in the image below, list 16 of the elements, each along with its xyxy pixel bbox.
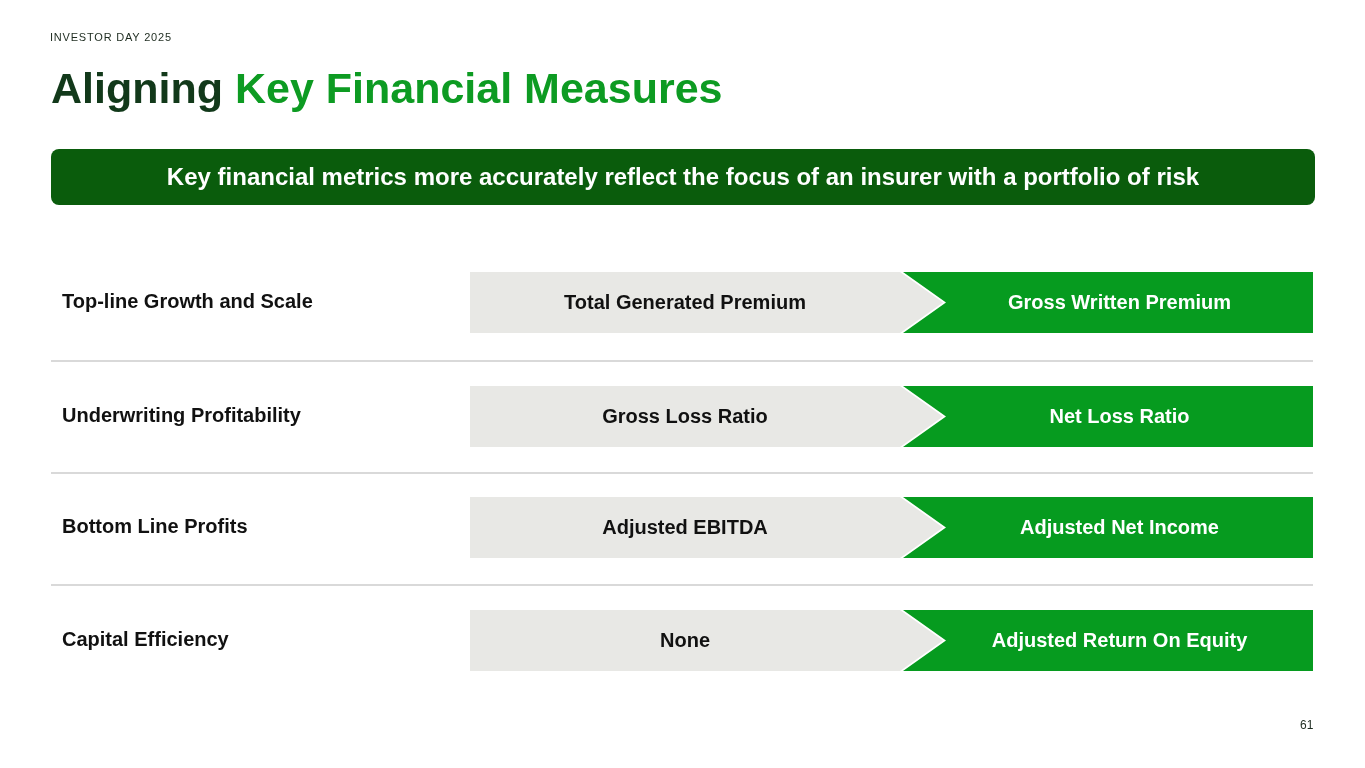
chevron-step: Net Loss Ratio <box>903 386 1313 447</box>
row-heading: Capital Efficiency <box>62 626 229 651</box>
chevron-step: Adjusted Net Income <box>903 497 1313 558</box>
page-number: 61 <box>1300 718 1314 732</box>
pointed-step: None <box>470 610 943 671</box>
row-heading: Bottom Line Profits <box>62 513 248 538</box>
chevron-step: Gross Written Premium <box>903 272 1313 333</box>
row-heading: Top-line Growth and Scale <box>62 288 313 313</box>
pointed-step: Gross Loss Ratio <box>470 386 943 447</box>
slide-title: Aligning Key Financial Measures <box>51 63 723 114</box>
pointed-step: Adjusted EBITDA <box>470 497 943 558</box>
header-text: INVESTOR DAY 2025 <box>50 30 172 44</box>
pointed-step: Total Generated Premium <box>470 272 943 333</box>
row-heading: Underwriting Profitability <box>62 402 301 427</box>
message-banner: Key financial metrics more accurately reflect the focus of an insurer with a portfolio of risk <box>51 149 1315 205</box>
chevron-step: Adjusted Return On Equity <box>903 610 1313 671</box>
